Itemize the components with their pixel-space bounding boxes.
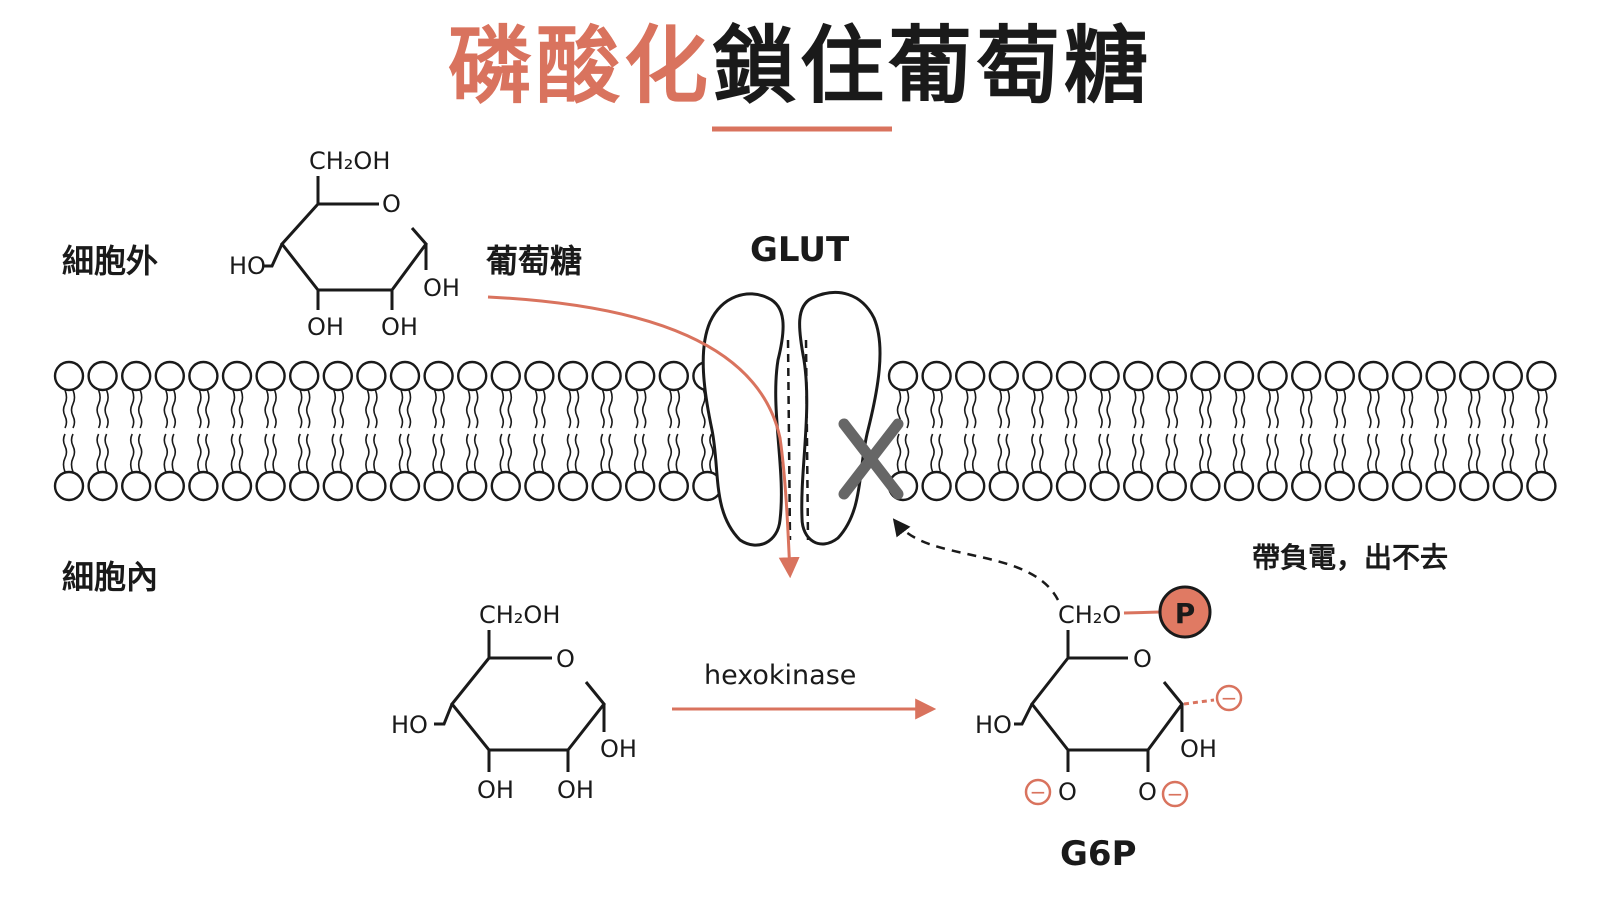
svg-text:−: −	[1221, 686, 1238, 710]
g6p-label: G6P	[1060, 834, 1137, 874]
glucose-in-oh-bottom-left: OH	[477, 776, 514, 804]
lipid	[1257, 360, 1288, 502]
glucose-out-oh-bottom-right: OH	[381, 313, 418, 341]
g6p-molecule	[1014, 610, 1215, 772]
glucose-in-oh-right: OH	[600, 735, 637, 763]
g6p-oh-right: OH	[1180, 735, 1217, 763]
glucose-outside-molecule	[264, 176, 428, 310]
lipid	[188, 360, 219, 502]
glut-channel-left	[786, 339, 792, 541]
g6p-blocked-arrow	[892, 518, 1060, 601]
glut-right-subunit	[798, 291, 882, 546]
glut-label: GLUT	[750, 230, 850, 270]
lipid	[1391, 360, 1423, 502]
glucose-out-ch2oh: CH₂OH	[309, 147, 391, 175]
lipid	[658, 360, 689, 502]
title-rest: 鎖住葡萄糖	[712, 17, 1153, 115]
lipid	[289, 360, 320, 502]
blocked-x-icon	[838, 418, 904, 500]
lipid	[120, 360, 152, 502]
region-outside-label: 細胞外	[62, 242, 159, 280]
glucose-out-ho: HO	[229, 252, 266, 280]
lipid-bilayer	[53, 360, 1557, 502]
lipid	[490, 360, 521, 502]
g6p-ch2o: CH₂O	[1058, 601, 1122, 629]
lipid	[356, 360, 387, 502]
g6p-o-bottom-right: O	[1138, 778, 1157, 806]
lipid	[87, 360, 118, 502]
lipid	[1290, 360, 1322, 502]
title-accent: 磷酸化	[447, 17, 712, 115]
glucose-in-ch2oh: CH₂OH	[479, 601, 561, 629]
svg-text:−: −	[1030, 780, 1047, 804]
glucose-out-oh-bottom-left: OH	[307, 313, 344, 341]
glut-transporter	[701, 291, 882, 547]
glucose-inside-molecule	[434, 630, 606, 772]
lipid	[1458, 360, 1490, 502]
negative-charge-3: −	[1161, 780, 1189, 808]
trapped-note: 帶負電，出不去	[1252, 541, 1449, 574]
lipid	[154, 360, 186, 502]
glucose-in-ho: HO	[391, 711, 428, 739]
lipid	[423, 360, 454, 502]
hexokinase-label: hexokinase	[704, 660, 857, 691]
negative-charge-1: −	[1215, 684, 1243, 712]
page-title: 磷酸化鎖住葡萄糖	[0, 14, 1600, 118]
lipid	[1190, 360, 1221, 502]
lipid	[1156, 360, 1188, 502]
lipid	[557, 360, 589, 502]
negative-charge-2: −	[1024, 778, 1052, 806]
lipid	[1022, 360, 1053, 502]
glucose-out-oh-right: OH	[423, 274, 460, 302]
g6p-ho: HO	[975, 711, 1012, 739]
region-inside-label: 細胞內	[62, 558, 159, 596]
lipid	[53, 360, 85, 502]
glucose-in-oh-bottom-right: OH	[557, 776, 594, 804]
lipid	[1089, 360, 1120, 502]
lipid	[524, 360, 555, 502]
glucose-label: 葡萄糖	[486, 242, 583, 280]
lipid	[1324, 360, 1356, 502]
lipid	[591, 360, 622, 502]
lipid	[625, 360, 656, 502]
glut-channel-right	[804, 339, 810, 541]
g6p-ring-o: O	[1133, 645, 1152, 673]
lipid	[322, 360, 353, 502]
phosphate-label: P	[1175, 597, 1196, 630]
lipid	[955, 360, 986, 502]
lipid	[1122, 360, 1154, 502]
lipid	[921, 360, 952, 502]
lipid	[457, 360, 488, 502]
lipid	[988, 360, 1019, 502]
phosphate-circle	[1158, 585, 1212, 639]
glucose-in-ring-o: O	[556, 645, 575, 673]
lipid	[1358, 360, 1389, 502]
lipid	[1492, 360, 1524, 502]
lipid	[1055, 360, 1087, 502]
lipid	[1526, 360, 1557, 502]
lipid	[255, 360, 286, 502]
lipid	[221, 360, 253, 502]
lipid	[1425, 360, 1456, 502]
lipid	[1223, 360, 1255, 502]
glucose-entry-arrow	[487, 295, 800, 579]
lipid	[389, 360, 421, 502]
glucose-out-ring-o: O	[382, 190, 401, 218]
g6p-o-bottom-left: O	[1058, 778, 1077, 806]
svg-text:−: −	[1167, 782, 1184, 806]
glut-left-subunit	[701, 292, 785, 547]
